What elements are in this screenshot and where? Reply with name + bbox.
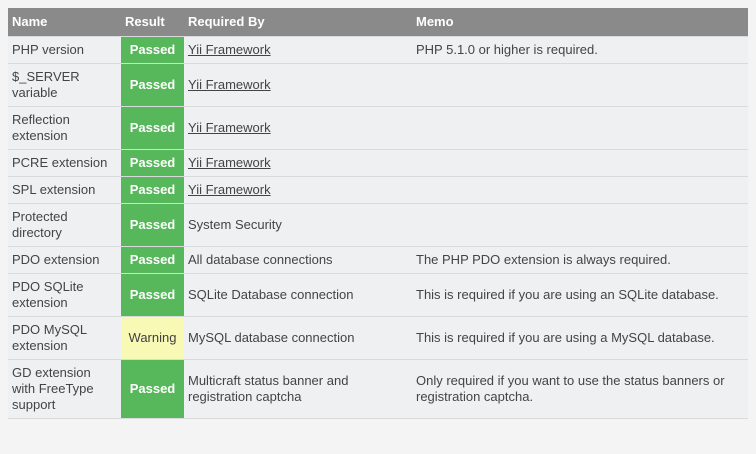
result-badge-passed: Passed [121,106,184,150]
name-cell: PHP version [8,36,121,64]
name-cell: PDO MySQL extension [8,316,121,360]
result-badge-passed: Passed [121,273,184,317]
memo-cell: The PHP PDO extension is always required… [412,246,748,274]
required-by-text: MySQL database connection [188,330,355,345]
header-row: Name Result Required By Memo [8,8,748,37]
result-badge-passed: Passed [121,63,184,107]
memo-cell: Only required if you want to use the sta… [412,359,748,419]
required-by-cell: SQLite Database connection [184,273,412,317]
memo-cell [412,203,748,247]
name-cell: PCRE extension [8,149,121,177]
required-by-link[interactable]: Yii Framework [188,182,271,197]
result-badge-passed: Passed [121,203,184,247]
required-by-cell: Yii Framework [184,106,412,150]
required-by-cell: Yii Framework [184,63,412,107]
required-by-cell: Multicraft status banner and registratio… [184,359,412,419]
result-badge-passed: Passed [121,176,184,204]
name-cell: SPL extension [8,176,121,204]
name-cell: PDO SQLite extension [8,273,121,317]
required-by-link[interactable]: Yii Framework [188,42,271,57]
memo-cell [412,149,748,177]
required-by-text: System Security [188,217,282,232]
result-badge-passed: Passed [121,359,184,419]
required-by-cell: MySQL database connection [184,316,412,360]
memo-cell: This is required if you are using an SQL… [412,273,748,317]
result-badge-passed: Passed [121,246,184,274]
required-by-cell: Yii Framework [184,149,412,177]
column-header-required-by: Required By [184,8,412,37]
memo-cell: PHP 5.1.0 or higher is required. [412,36,748,64]
requirements-table-header: Name Result Required By Memo [8,8,748,37]
column-header-name: Name [8,8,121,37]
required-by-cell: System Security [184,203,412,247]
required-by-text: SQLite Database connection [188,287,354,302]
column-header-memo: Memo [412,8,748,37]
name-cell: Reflection extension [8,106,121,150]
required-by-cell: All database connections [184,246,412,274]
memo-cell: This is required if you are using a MySQ… [412,316,748,360]
name-cell: PDO extension [8,246,121,274]
result-badge-warning: Warning [121,316,184,360]
memo-cell [412,176,748,204]
required-by-link[interactable]: Yii Framework [188,77,271,92]
requirements-table: Name Result Required By Memo PHP version… [8,8,748,419]
required-by-cell: Yii Framework [184,176,412,204]
required-by-link[interactable]: Yii Framework [188,155,271,170]
required-by-text: Multicraft status banner and registratio… [188,373,349,404]
memo-cell [412,106,748,150]
required-by-cell: Yii Framework [184,36,412,64]
required-by-text: All database connections [188,252,333,267]
required-by-link[interactable]: Yii Framework [188,120,271,135]
name-cell: $_SERVER variable [8,63,121,107]
name-cell: GD extension with FreeType support [8,359,121,419]
result-badge-passed: Passed [121,149,184,177]
name-cell: Protected directory [8,203,121,247]
column-header-result: Result [121,8,184,37]
memo-cell [412,63,748,107]
result-badge-passed: Passed [121,36,184,64]
